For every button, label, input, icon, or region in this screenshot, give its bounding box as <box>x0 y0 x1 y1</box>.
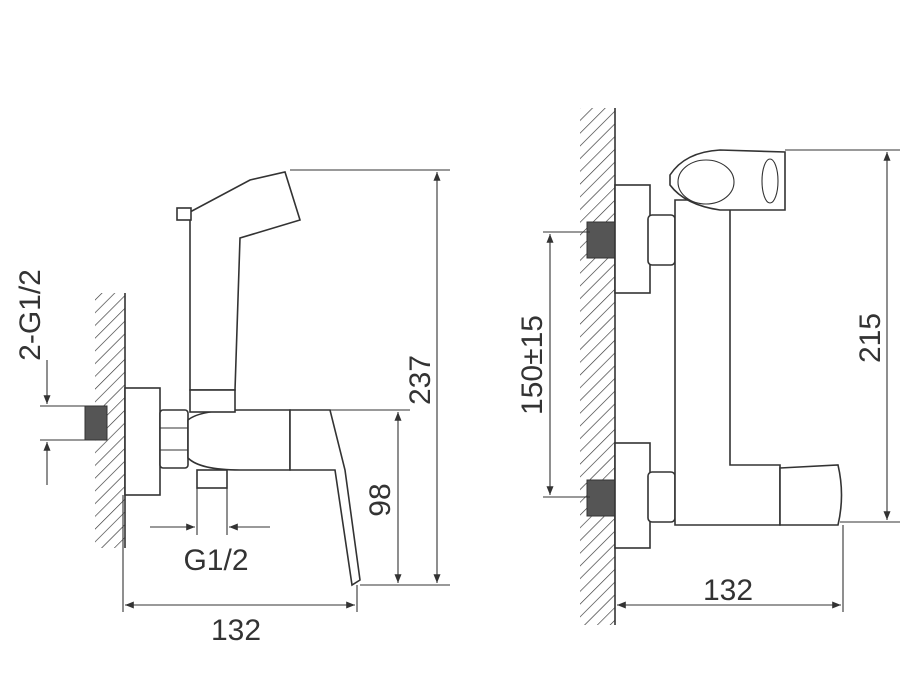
lever-height-label: 98 <box>364 483 397 516</box>
side-width-label: 132 <box>211 614 261 647</box>
upper-wall-plate <box>614 184 651 294</box>
front-width-label: 132 <box>703 574 753 607</box>
connection-nut <box>159 409 189 469</box>
lever-front <box>779 464 843 526</box>
wall-plate <box>124 387 161 496</box>
inlet-thread-label: 2-G1/2 <box>14 269 47 361</box>
total-height-label: 237 <box>404 355 437 405</box>
outlet-connector <box>196 469 228 489</box>
inlet-thread <box>84 405 108 441</box>
valve-body <box>187 409 291 471</box>
hand-shower-holder <box>189 389 236 413</box>
shower-head-front <box>669 149 786 211</box>
lever-handle <box>289 409 361 587</box>
front-view: 215 150±15 132 <box>516 108 900 625</box>
hand-shower <box>189 171 302 391</box>
valve-body-front <box>674 199 781 526</box>
wall-hatch <box>580 108 615 625</box>
front-height-label: 215 <box>854 313 887 363</box>
outlet-thread-label: G1/2 <box>183 544 248 577</box>
side-view: 237 98 132 G1/2 2-G1/2 <box>14 169 450 647</box>
lower-wall-plate <box>614 442 651 549</box>
center-distance-label: 150±15 <box>516 315 549 415</box>
